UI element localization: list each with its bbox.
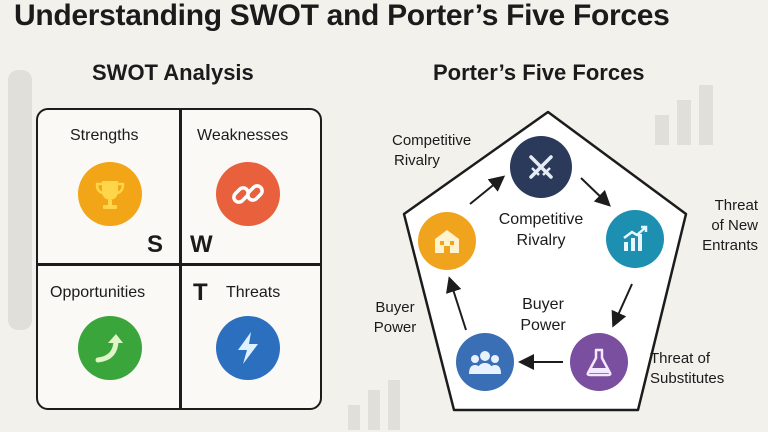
buyer-inner-label: Buyer Power xyxy=(508,294,578,336)
arrow-rivalry-to-entrants xyxy=(580,177,611,207)
rivalry-inner-line2: Rivalry xyxy=(516,232,566,249)
broken-link-icon xyxy=(216,162,280,226)
buyer-outer-line2: Power xyxy=(373,319,417,336)
swot-letter-t: T xyxy=(193,279,208,306)
rivalry-outer-line1: Competitive xyxy=(392,132,472,149)
arrow-up-curve-icon xyxy=(78,316,142,380)
swot-letter-w: W xyxy=(190,231,213,258)
background-bar-chart-icon-2 xyxy=(348,380,400,430)
buyer-outer-line1: Buyer xyxy=(375,299,415,316)
arrow-entrants-to-substitutes xyxy=(611,283,633,328)
weaknesses-label: Weaknesses xyxy=(197,127,289,144)
rivalry-outer-label: Competitive Rivalry xyxy=(392,131,471,171)
rivalry-inner-line1: Competitive xyxy=(498,211,584,228)
page-title: Understanding SWOT and Porter’s Five For… xyxy=(14,0,670,32)
buyer-outer-label: Buyer Power xyxy=(366,298,424,338)
background-decoration-left xyxy=(8,70,32,330)
background-bar-chart-icon xyxy=(655,85,713,145)
rising-chart-icon xyxy=(606,210,664,268)
people-group-icon xyxy=(456,333,514,391)
strengths-label: Strengths xyxy=(70,127,139,144)
flask-icon xyxy=(570,333,628,391)
substitutes-line2: Substitutes xyxy=(650,370,725,387)
lightning-icon xyxy=(216,316,280,380)
building-icon xyxy=(418,212,476,270)
rivalry-outer-line2: Rivalry xyxy=(394,152,440,169)
buyer-inner-line1: Buyer xyxy=(522,296,564,313)
buyer-inner-line2: Power xyxy=(520,317,566,334)
substitutes-line1: Threat of xyxy=(650,350,711,367)
rivalry-inner-label: Competitive Rivalry xyxy=(482,209,600,251)
substitutes-label: Threat of Substitutes xyxy=(650,349,724,389)
new-entrants-line1: Threat xyxy=(714,197,758,214)
grid-divider-horizontal xyxy=(38,263,320,266)
trophy-icon xyxy=(78,162,142,226)
new-entrants-line2: of New xyxy=(711,217,758,234)
crossed-swords-icon xyxy=(510,136,572,198)
porter-heading: Porter’s Five Forces xyxy=(433,60,645,85)
arrow-buyers-to-suppliers xyxy=(446,276,467,331)
grid-divider-vertical xyxy=(179,110,182,408)
new-entrants-label: Threat of New Entrants xyxy=(678,196,758,256)
new-entrants-line3: Entrants xyxy=(702,237,758,254)
opportunities-label: Opportunities xyxy=(50,284,146,301)
threats-label: Threats xyxy=(226,284,281,301)
swot-letter-s: S xyxy=(147,231,164,258)
arrow-suppliers-to-rivalry xyxy=(469,175,506,205)
swot-heading: SWOT Analysis xyxy=(92,60,254,85)
